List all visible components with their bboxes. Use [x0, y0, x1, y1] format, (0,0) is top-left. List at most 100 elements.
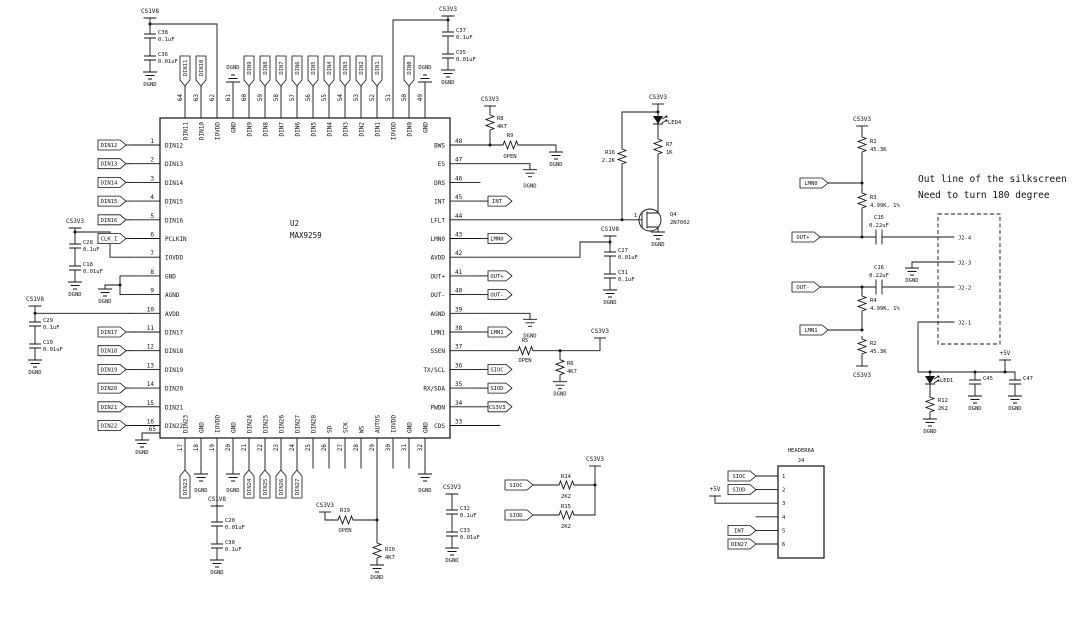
pin-name: SD — [327, 425, 334, 433]
net-tag-label: DIN11 — [183, 60, 189, 77]
pin-name: DIN11 — [183, 122, 190, 140]
component-value: 0.1uF — [225, 547, 242, 553]
pin-number: 11 — [147, 325, 155, 332]
net-tag — [323, 55, 335, 87]
net-tag-label: INT — [492, 199, 503, 205]
power-net-label: CS1V8 — [26, 296, 44, 303]
pin-name: GND — [165, 273, 176, 280]
component-ref: Q4 — [670, 212, 677, 218]
pin-name: DIN23 — [183, 415, 190, 433]
power-net-label: CS3V3 — [586, 456, 604, 463]
pin-name: WS — [359, 425, 366, 433]
connector-pin-label: J2-3 — [958, 261, 971, 267]
wires-line-network — [819, 125, 1016, 420]
component-value: 0.01uF — [460, 535, 480, 541]
ground-symbol — [923, 418, 937, 427]
net-tag — [799, 324, 829, 336]
net-tag-label: DIN17 — [101, 330, 118, 336]
net-tag-label: OUT+ — [490, 274, 504, 280]
power-net-label: CS3V3 — [443, 484, 461, 491]
pin-name: RX/SDA — [423, 386, 445, 393]
ground-symbol — [194, 473, 208, 482]
pin-name: GND — [423, 422, 430, 433]
net-tag — [97, 401, 127, 413]
net-tag — [487, 382, 513, 394]
component-ref: R1 — [870, 139, 877, 145]
ground-symbol — [226, 473, 240, 482]
pin-name: AGND — [431, 311, 446, 318]
net-tag-label: DIN13 — [101, 162, 118, 168]
net-label-ground: DGND — [651, 242, 664, 248]
ground-symbol — [418, 74, 432, 83]
junction-dot — [608, 240, 612, 244]
silkscreen-note-line2: Need to turn 180 degree — [918, 190, 1050, 201]
component-ref: R8 — [497, 116, 504, 122]
component-ref: R6 — [567, 361, 574, 367]
junction-dot — [860, 285, 864, 289]
component-value: 0.1uF — [618, 277, 635, 283]
component-ref: R14 — [561, 474, 572, 480]
net-tag — [97, 139, 127, 151]
net-tag — [97, 420, 127, 431]
component-ref: R16 — [605, 150, 615, 156]
net-tag-label: DIN15 — [101, 199, 118, 205]
pin-name: DIN3 — [343, 122, 350, 137]
pin-number: 55 — [321, 94, 328, 102]
net-tag — [487, 401, 513, 413]
header-pin-number: 3 — [782, 501, 785, 507]
ground-symbol — [905, 267, 919, 276]
pin-name: DIN16 — [165, 217, 183, 224]
junction-dot — [973, 370, 977, 374]
pin-name: IOVDD — [215, 415, 222, 433]
ground-symbol — [523, 318, 537, 327]
net-tag — [259, 469, 271, 499]
net-tag — [97, 363, 127, 375]
net-tag — [97, 158, 127, 170]
net-tag — [487, 363, 513, 375]
transistor-gate-pin-number: 1 — [634, 213, 637, 219]
ground-symbol — [553, 381, 567, 390]
pin-name: DIN20 — [165, 386, 183, 393]
ground-symbol — [651, 231, 665, 240]
junction-dot — [33, 311, 37, 315]
pin-name: GND — [231, 122, 238, 133]
pin-name: GND — [423, 122, 430, 133]
chain-wire — [445, 493, 459, 549]
pin-number: 15 — [147, 400, 155, 407]
pin-number: 33 — [455, 419, 463, 426]
net-tag-label: CS3V3 — [489, 405, 506, 411]
pin-name: DIN28 — [311, 415, 318, 433]
ground-symbol — [370, 564, 384, 573]
net-label-ground: DGND — [549, 162, 562, 168]
component-ref: C16 — [874, 265, 884, 271]
pin-name: DIN14 — [165, 180, 183, 187]
silkscreen-note-line1: Out line of the silkscreen — [918, 174, 1067, 185]
pin-number: 54 — [337, 94, 344, 102]
ic-pad-pin-number: 65 — [149, 426, 157, 433]
pin-name: DRS — [434, 180, 445, 187]
net-label-ground: DGND — [98, 299, 111, 305]
pin-number: 51 — [385, 94, 392, 102]
net-label-ground: DGND — [603, 300, 616, 306]
net-tag — [291, 469, 303, 499]
net-tag-label: DIN25 — [263, 479, 269, 496]
pin-number: 21 — [241, 444, 248, 452]
pin-number: 14 — [147, 381, 155, 388]
pin-name: IOVDD — [391, 122, 398, 140]
pin-wire — [479, 312, 531, 320]
ground-symbol — [968, 395, 982, 404]
pin-number: 38 — [455, 325, 463, 332]
component-value: 0.01uF — [83, 269, 103, 275]
pin-name: DIN8 — [263, 122, 270, 137]
pin-number: 43 — [455, 232, 463, 239]
net-tag-label: LMN0 — [490, 237, 503, 243]
pin-number: 36 — [455, 362, 463, 369]
net-tag — [791, 231, 821, 243]
ground-symbol — [441, 69, 455, 78]
pin-number: 29 — [369, 444, 376, 452]
component-ref: C19 — [43, 340, 53, 346]
net-tag-label: DIN2 — [359, 61, 365, 74]
net-tag — [727, 484, 757, 496]
ground-symbol — [210, 559, 224, 568]
pin-number: 49 — [417, 94, 424, 102]
